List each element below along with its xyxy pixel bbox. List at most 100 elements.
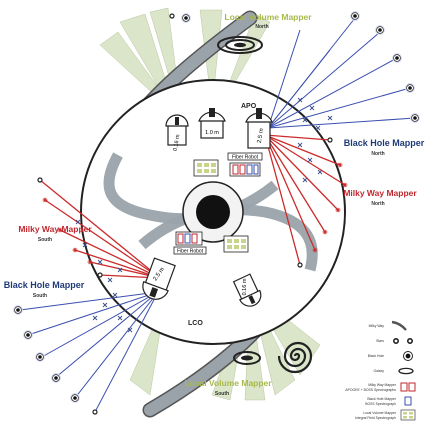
bhm-south-beam bbox=[19, 291, 159, 311]
legend-bhm-1: Black Hole Mapper bbox=[367, 397, 397, 401]
star-object bbox=[297, 262, 303, 268]
lvm-north-title: Local Volume Mapper bbox=[224, 12, 312, 22]
bhm-south-beam bbox=[54, 291, 159, 379]
distant-objects bbox=[13, 11, 420, 415]
star-object bbox=[92, 409, 98, 415]
lco-label: LCO bbox=[188, 320, 203, 327]
galaxy-north-icon bbox=[217, 36, 263, 54]
bhm-south-subtitle: South bbox=[33, 293, 47, 299]
bhm-south-beam bbox=[27, 291, 159, 336]
mwm-north-title: Milky Way Mapper bbox=[343, 188, 417, 198]
fiber-robot-north-label: Fiber Robot bbox=[232, 154, 259, 160]
star-marker bbox=[302, 177, 308, 183]
bhm-north-subtitle: North bbox=[371, 151, 384, 157]
star-object bbox=[169, 13, 175, 19]
mwm-star-marker bbox=[335, 207, 341, 213]
star-marker bbox=[102, 302, 108, 308]
mwm-north-beam bbox=[264, 134, 316, 251]
tel-1m-label: 1.0 m bbox=[205, 130, 219, 136]
tel-25m-north-label: 2.5 m bbox=[257, 128, 266, 144]
black-hole-object bbox=[405, 83, 415, 93]
lco-observatory: Fiber Robot 2.5 m 0.16 m LCO bbox=[142, 231, 262, 327]
legend-mwm-2: APOGEE + BOSS Spectrographs bbox=[345, 388, 396, 392]
star-marker bbox=[75, 219, 81, 225]
telescope-016m-south: 0.16 m bbox=[232, 273, 262, 307]
mwm-star-marker bbox=[342, 182, 348, 188]
lvm-south-subtitle: South bbox=[215, 391, 229, 397]
fiber-robot-south-label: Fiber Robot bbox=[177, 248, 204, 254]
tel-016-north-label: 0.16 m bbox=[173, 134, 182, 152]
mwm-star-marker bbox=[42, 197, 48, 203]
star-marker bbox=[92, 315, 98, 321]
star-object bbox=[37, 177, 43, 183]
black-hole-object bbox=[392, 53, 402, 63]
legend-galaxy-swatch bbox=[398, 367, 414, 375]
bhm-north-beam bbox=[267, 117, 416, 129]
legend-bhm-swatch bbox=[404, 396, 412, 406]
black-hole-object bbox=[350, 11, 360, 21]
legend-black-hole-swatch bbox=[403, 351, 413, 361]
bhm-south-beam bbox=[74, 291, 159, 399]
star-marker bbox=[97, 259, 103, 265]
legend-black-hole-label: Black Hole bbox=[368, 354, 384, 358]
star-object bbox=[97, 272, 103, 278]
star-marker bbox=[309, 105, 315, 111]
fiber-robot-south: Fiber Robot bbox=[173, 231, 207, 255]
bhm-south-beam bbox=[39, 291, 159, 359]
mwm-south-subtitle: South bbox=[38, 237, 52, 243]
star-marker bbox=[302, 117, 308, 123]
galaxy-south-spiral-icon bbox=[277, 341, 313, 374]
tel-016-south-label: 0.16 m bbox=[242, 278, 248, 295]
bhm-north-beam bbox=[267, 31, 381, 129]
mwm-north-beam bbox=[264, 134, 326, 233]
bhm-north-title: Black Hole Mapper bbox=[344, 138, 425, 148]
bhm-south-beam bbox=[94, 291, 159, 413]
star-marker bbox=[297, 142, 303, 148]
legend-lvm-2: Integral Field Spectrograph bbox=[355, 416, 396, 420]
bhm-north-beam bbox=[267, 87, 411, 129]
black-hole-object bbox=[23, 330, 33, 340]
mwm-north-beam bbox=[264, 134, 331, 141]
black-hole-object bbox=[35, 352, 45, 362]
legend-mwm-swatch bbox=[400, 382, 408, 392]
legend-milky-way-label: Milky Way bbox=[369, 324, 385, 328]
black-hole-object bbox=[70, 393, 80, 403]
star-marker bbox=[297, 97, 303, 103]
mwm-north-beam bbox=[264, 134, 341, 166]
mwm-south-beam bbox=[39, 179, 161, 279]
mwm-north-beam bbox=[264, 134, 339, 211]
star-marker bbox=[112, 292, 118, 298]
fiber-robot-north: Fiber Robot bbox=[227, 152, 263, 177]
mwm-south-beam bbox=[44, 199, 161, 279]
legend-stars-label: Stars bbox=[376, 339, 384, 343]
spectroscopic-beams bbox=[19, 17, 416, 413]
mwm-star-marker bbox=[312, 247, 318, 253]
mwm-south-beam bbox=[74, 249, 161, 279]
bhm-north-beam bbox=[267, 49, 331, 129]
lvm-south-title: Local Volume Mapper bbox=[184, 378, 272, 388]
legend-mwm-1: Milky Way Mapper bbox=[368, 383, 397, 387]
legend-milky-way-swatch bbox=[391, 320, 407, 331]
mwm-star-marker bbox=[87, 259, 93, 265]
mwm-north-beam bbox=[264, 134, 301, 266]
star-marker bbox=[307, 157, 313, 163]
star-marker bbox=[82, 242, 88, 248]
telescope-25m-south: 2.5 m bbox=[142, 257, 176, 300]
star-marker bbox=[107, 277, 113, 283]
mwm-star-marker bbox=[337, 162, 343, 168]
bhm-north-beam bbox=[267, 29, 301, 129]
black-hole-object bbox=[375, 25, 385, 35]
legend-lvm-1: Local Volume Mapper bbox=[363, 411, 397, 415]
galaxy-south-small-icon bbox=[233, 351, 261, 365]
apo-label: APO bbox=[241, 103, 257, 110]
mwm-star-marker bbox=[322, 229, 328, 235]
star-marker bbox=[127, 327, 133, 333]
mwm-star-marker bbox=[72, 247, 78, 253]
legend: Milky Way Stars Black Hole Galaxy Milky … bbox=[345, 320, 416, 421]
bhm-south-title: Black Hole Mapper bbox=[4, 280, 85, 290]
black-hole-object bbox=[51, 373, 61, 383]
star-marker bbox=[117, 267, 123, 273]
mwm-south-beam bbox=[59, 229, 161, 279]
legend-galaxy-label: Galaxy bbox=[373, 369, 384, 373]
black-hole-object bbox=[13, 305, 23, 315]
